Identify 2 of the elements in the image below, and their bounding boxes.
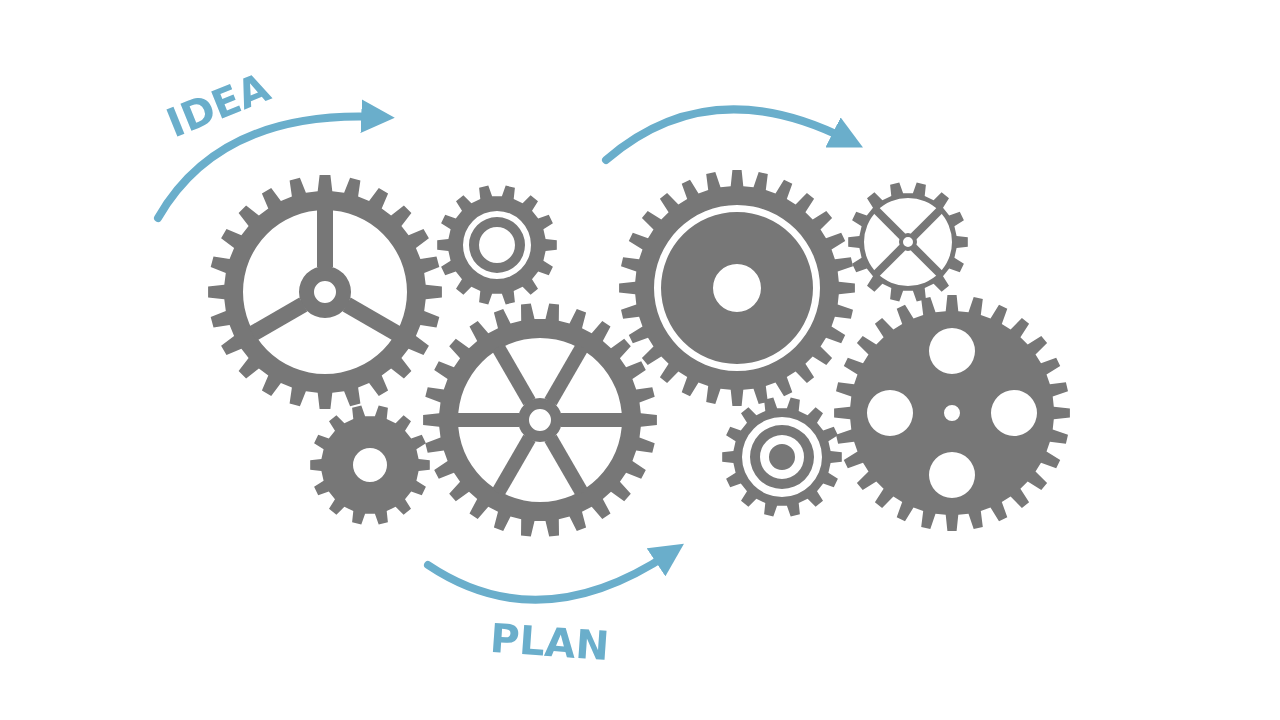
arrow-label: IDEA xyxy=(161,66,275,144)
arrow-label: PLAN xyxy=(488,617,611,667)
